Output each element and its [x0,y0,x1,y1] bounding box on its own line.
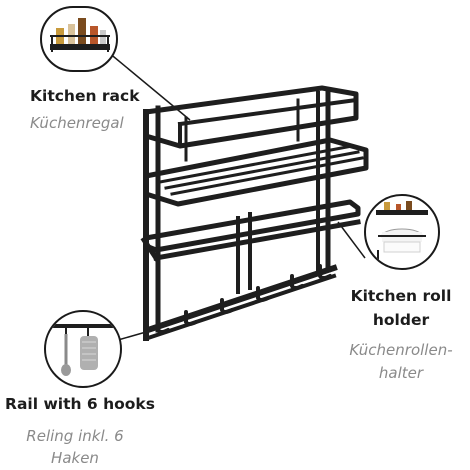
kitchen-roll-holder-de-line1: Küchenrollen- [349,341,453,359]
leader-line-roll [337,221,366,259]
kitchen-roll-holder-de-line2: halter [378,364,424,382]
kitchen-roll-holder-line1: Kitchen roll [350,287,452,305]
rack-detail-circle [40,6,118,72]
rail-hooks-label-de: Reling inkl. 6 Haken [10,426,140,469]
kitchen-rack-label-de: Küchenregal [30,114,124,132]
paper-roll-icon [376,201,428,264]
kitchen-roll-holder-line2: holder [372,311,430,329]
hooks-detail-circle [44,310,122,388]
spice-shelf-icon [50,18,110,52]
rail-hooks-de-line2: Haken [51,449,99,467]
kitchen-roll-holder-label-de: Küchenrollen- halter [338,340,464,384]
rack-frame [140,85,369,341]
hooks [156,264,332,334]
rail-hooks-de-line1: Reling inkl. 6 [26,427,124,445]
roll-detail-circle [364,194,440,270]
leader-line-hooks [117,331,147,341]
kitchen-rack-label: Kitchen rack [30,87,140,105]
kitchen-roll-holder-label: Kitchen roll holder [346,286,456,330]
rail-hooks-label: Rail with 6 hooks [5,395,155,413]
hanging-utensils-icon [52,324,114,376]
